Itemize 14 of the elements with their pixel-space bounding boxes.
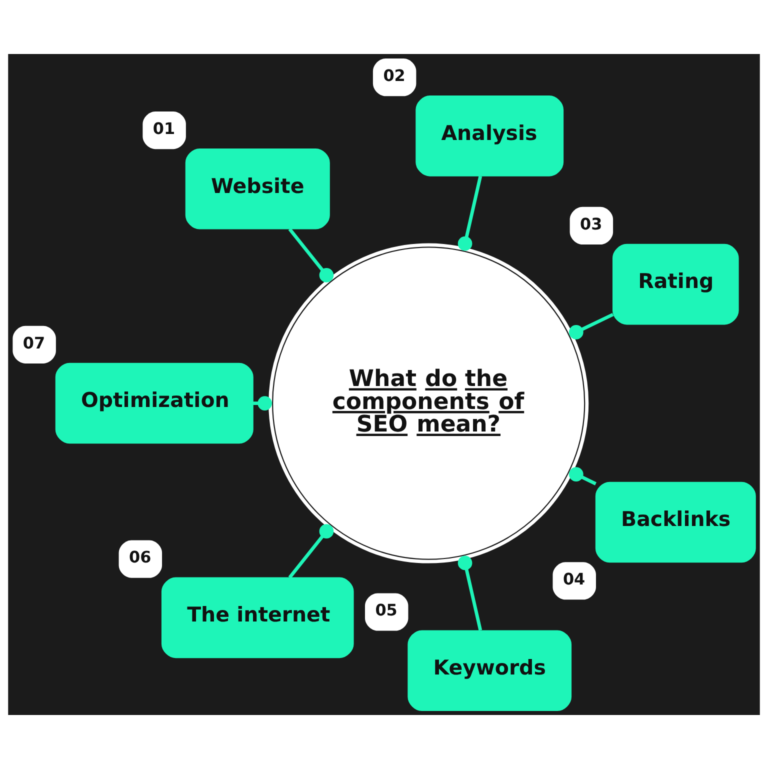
node-label: 06 [129, 547, 152, 566]
node-label: 03 [580, 214, 602, 233]
node-label: 01 [152, 118, 176, 138]
connector [458, 555, 482, 630]
node-label: 02 [383, 65, 406, 84]
node-circle: What do the components of SEO mean? [268, 242, 589, 563]
connector [568, 312, 614, 339]
node-label: 07 [22, 332, 46, 352]
node-label: 04 [562, 569, 586, 588]
connector [288, 524, 334, 578]
node-label: 05 [375, 600, 398, 620]
connector [568, 466, 596, 485]
connector [288, 227, 334, 282]
connector [458, 175, 482, 250]
